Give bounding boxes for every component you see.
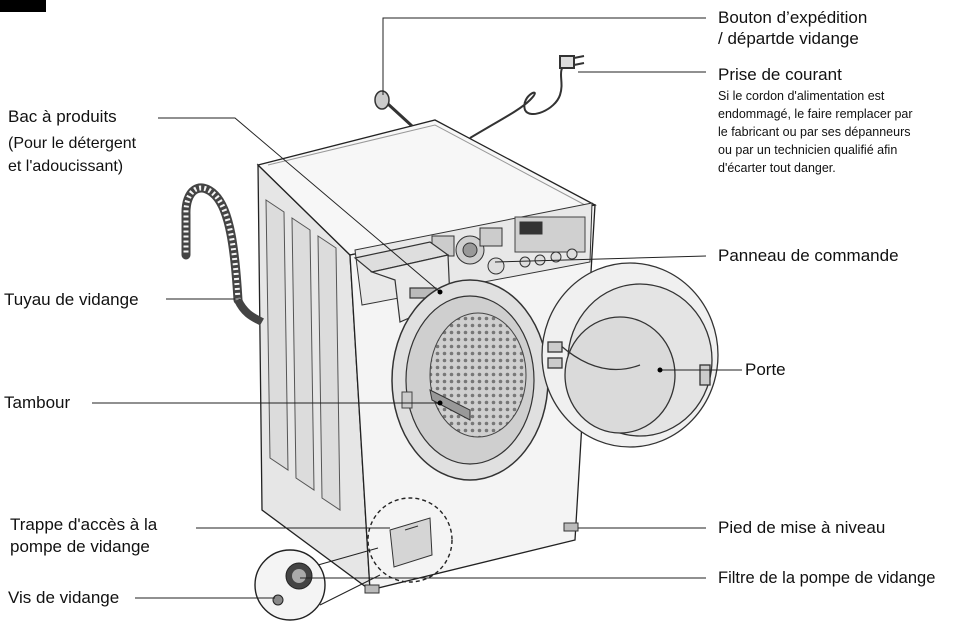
bac-label-line2: (Pour le détergent (8, 135, 137, 152)
trappe-label-line2: pompe de vidange (10, 537, 150, 556)
drain-screw (272, 594, 284, 606)
porte-label: Porte (745, 360, 786, 379)
pump-hatch (389, 517, 433, 568)
tambour-label: Tambour (4, 393, 71, 412)
vis-label: Vis de vidange (8, 588, 120, 607)
door-latch (401, 391, 413, 409)
filtre-label: Filtre de la pompe de vidange (718, 569, 936, 587)
prise-note-4: ou par un technicien qualifié afin (718, 143, 898, 157)
transport-bolt (374, 90, 414, 128)
start-button (487, 257, 505, 275)
top-edge (267, 124, 586, 206)
prise-note-5: d'écarter tout danger. (718, 161, 836, 175)
foot-front-left (364, 584, 380, 594)
panneau-label: Panneau de commande (718, 246, 899, 265)
tuyau-label: Tuyau de vidange (4, 290, 139, 309)
prise-label: Prise de courant (718, 65, 842, 84)
hatch-highlight (367, 497, 453, 583)
bac-label: Bac à produits (8, 107, 117, 126)
power-cord (469, 55, 585, 139)
leader-dots (437, 289, 663, 406)
bac-label-line3: et l'adoucissant) (8, 158, 124, 175)
drum-lifter (429, 389, 471, 421)
pied-label: Pied de mise à niveau (718, 518, 886, 537)
leader-lines (92, 17, 742, 599)
open-door (541, 262, 719, 448)
prise-note-2: endommagé, le faire remplacer par (718, 107, 913, 121)
bouton-label-line1: Bouton d’expédition (718, 8, 868, 27)
foot-front-right (563, 522, 579, 532)
bouton-label-line2: / départde vidange (718, 29, 859, 48)
prise-note-3: le fabricant ou par ses dépanneurs (718, 125, 911, 139)
drum (429, 312, 527, 438)
display-screen (519, 221, 543, 235)
trappe-label-line1: Trappe d'accès à la (10, 515, 158, 534)
drain-hose-ridges (183, 185, 241, 301)
corner-marker (0, 0, 46, 12)
prise-note-1: Si le cordon d'alimentation est (718, 89, 885, 103)
